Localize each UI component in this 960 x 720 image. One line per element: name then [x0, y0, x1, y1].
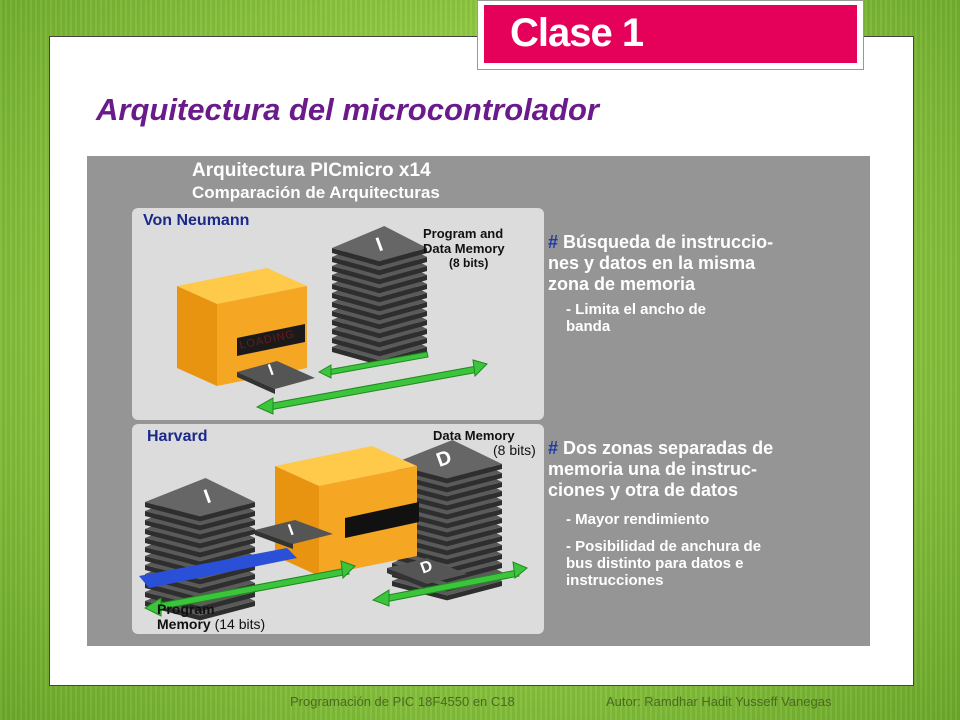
harvard-instruction-card [255, 520, 333, 549]
von-neumann-instruction-card [237, 361, 315, 394]
von-neumann-memory-stack [332, 226, 427, 366]
harvard-title: Harvard [147, 428, 208, 445]
architecture-figure: Arquitectura PICmicro x14 Comparación de… [87, 156, 870, 646]
architecture-diagram [139, 226, 528, 621]
harvard-description: # Dos zonas separadas de memoria una de … [548, 438, 774, 589]
memory-plate-edge [332, 311, 427, 330]
harvard-program-bus [139, 548, 297, 588]
class-badge-label: Clase 1 [484, 5, 857, 63]
slide-title: Arquitectura del microcontrolador [96, 92, 599, 127]
von-neumann-bus-arrows [255, 351, 488, 415]
memory-plate-edge [332, 284, 427, 303]
figure-subtitle: Comparación de Arquitecturas [192, 183, 440, 202]
memory-plate-edge [332, 320, 427, 339]
memory-plate-edge [332, 338, 427, 357]
memory-plate-edge [145, 601, 255, 621]
memory-plate-edge [332, 302, 427, 321]
memory-plate-edge [145, 502, 255, 522]
memory-plate-edge [145, 511, 255, 531]
hash-bullet: # [548, 438, 559, 458]
harvard-program-memory-label: Program Memory (14 bits) [157, 601, 266, 632]
hash-bullet: # [548, 232, 559, 252]
memory-plate-edge [332, 266, 427, 285]
memory-plate-edge [332, 293, 427, 312]
figure-title: Arquitectura PICmicro x14 [192, 160, 431, 181]
class-badge: Clase 1 [477, 0, 864, 70]
memory-plate-edge [145, 538, 255, 558]
memory-plate-edge [145, 529, 255, 549]
memory-plate-edge [332, 329, 427, 348]
harvard-data-memory-label: Data Memory (8 bits) [433, 428, 536, 458]
von-neumann-description: # Búsqueda de instruccio- nes y datos en… [548, 232, 774, 335]
memory-plate [145, 478, 255, 517]
harvard-data-card [387, 558, 467, 589]
harvard-bus-arrows [143, 560, 528, 617]
memory-plate-edge [145, 520, 255, 540]
harvard-cpu [275, 446, 419, 576]
footer-course: Programación de PIC 18F4550 en C18 [290, 694, 515, 709]
memory-plate-edge [332, 248, 427, 267]
memory-plate [332, 226, 427, 262]
memory-plate [392, 440, 502, 479]
von-neumann-title: Von Neumann [143, 212, 250, 229]
von-neumann-cpu [177, 268, 307, 386]
memory-plate-edge [145, 547, 255, 567]
memory-plate-edge [332, 275, 427, 294]
footer-author: Autor: Ramdhar Hadit Yusseff Vanegas [606, 694, 832, 709]
memory-plate-edge [332, 257, 427, 276]
von-neumann-memory-label: Program and Data Memory (8 bits) [423, 226, 505, 270]
